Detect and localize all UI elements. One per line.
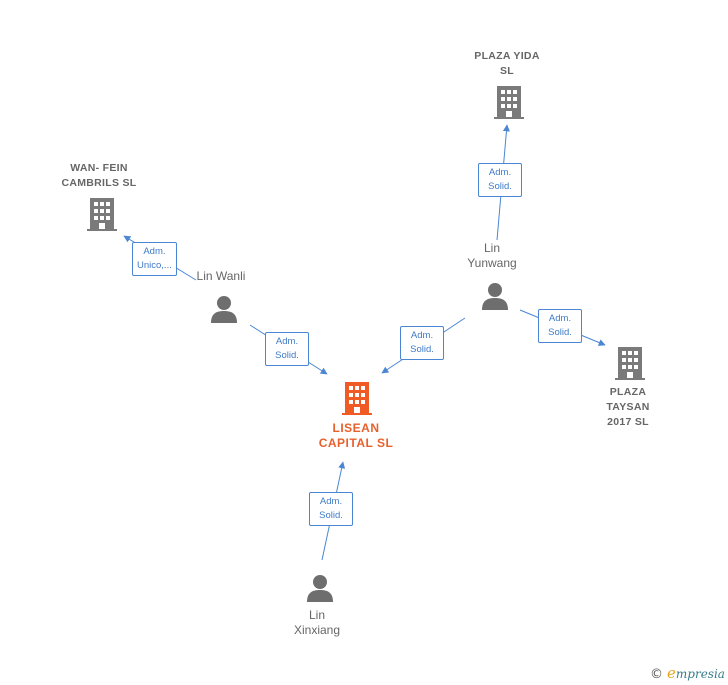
company-label-wan-fein: WAN- FEIN CAMBRILS SL: [61, 162, 137, 189]
edge-label-yunwang-to-yida[interactable]: Adm. Solid.: [478, 163, 522, 197]
building-icon[interactable]: [493, 84, 525, 120]
person-label-lin-wanli: Lin Wanli: [196, 269, 246, 283]
person-icon[interactable]: [209, 294, 239, 324]
person-label-lin-yunwang: Lin Yunwang: [467, 241, 517, 270]
brand-initial: e: [667, 664, 676, 682]
company-label-lisean: LISEAN CAPITAL SL: [318, 421, 394, 450]
building-icon-main[interactable]: [341, 380, 373, 416]
copyright-symbol: ©: [650, 667, 663, 682]
brand-name: mpresia: [675, 667, 725, 681]
edge-label-yunwang-to-lisean[interactable]: Adm. Solid.: [400, 326, 444, 360]
brand-logo: © empresia: [650, 664, 725, 682]
building-icon[interactable]: [86, 196, 118, 232]
edge-label-xinxiang-to-lisean[interactable]: Adm. Solid.: [309, 492, 353, 526]
edge-label-wanli-to-wanfein[interactable]: Adm. Unico,...: [132, 242, 177, 276]
person-icon[interactable]: [305, 573, 335, 603]
company-label-plaza-taysan: PLAZA TAYSAN 2017 SL: [606, 386, 650, 428]
company-label-plaza-yida: PLAZA YIDA SL: [474, 50, 540, 77]
building-icon[interactable]: [614, 345, 646, 381]
edge-label-wanli-to-lisean[interactable]: Adm. Solid.: [265, 332, 309, 366]
person-icon[interactable]: [480, 281, 510, 311]
edge-label-yunwang-to-taysan[interactable]: Adm. Solid.: [538, 309, 582, 343]
person-label-lin-xinxiang: Lin Xinxiang: [293, 608, 341, 637]
